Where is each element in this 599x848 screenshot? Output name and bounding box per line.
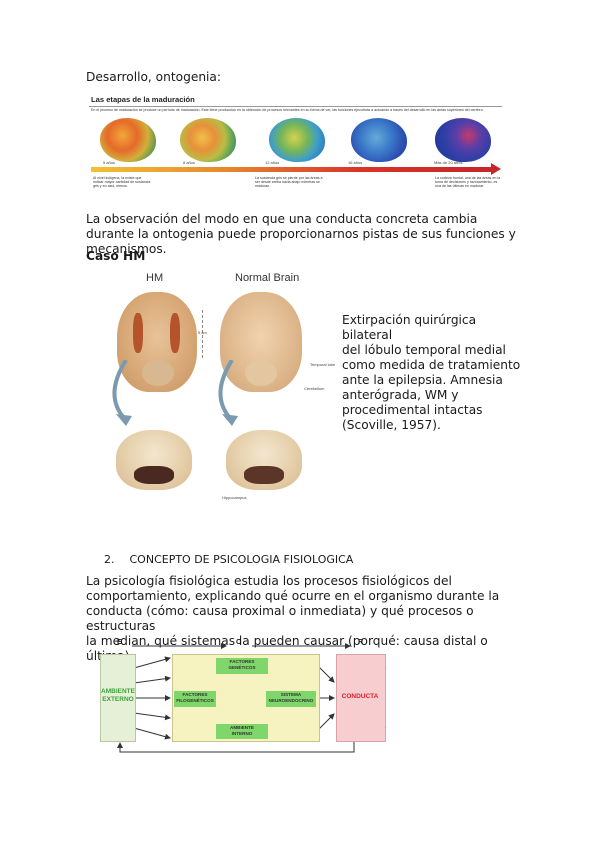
age-label: 12 años bbox=[265, 160, 280, 165]
hm-lesion-right bbox=[170, 313, 180, 353]
label-line: AMBIENTE bbox=[101, 688, 135, 695]
label-line: FILOGENÉTICOS bbox=[176, 698, 214, 703]
factores-filogeneticos-box: FACTORES FILOGENÉTICOS bbox=[174, 691, 216, 707]
caption-mid: La sustancia gris se pierde por las área… bbox=[255, 176, 323, 189]
paragraph-line: conducta (cómo: causa proximal o inmedia… bbox=[86, 604, 474, 633]
hm-description-line: procedimental intactas bbox=[342, 403, 483, 417]
ambiente-externo-box bbox=[100, 654, 136, 742]
hm-description-line: del lóbulo temporal medial bbox=[342, 343, 506, 357]
age-label: 8 años bbox=[183, 160, 196, 165]
maturation-figure: Las etapas de la maduración En el proces… bbox=[89, 92, 502, 208]
age-label: 16 años bbox=[348, 160, 363, 165]
brain-age-8 bbox=[180, 118, 236, 162]
brain-age-5 bbox=[100, 118, 156, 162]
hm-figure: HM Normal Brain 5 cm Temporal lobe Cereb… bbox=[104, 270, 336, 508]
heading-development: Desarrollo, ontogenia: bbox=[86, 70, 222, 84]
conducta-box bbox=[336, 654, 386, 742]
sistema-neuroendocrino-box: SISTEMA NEUROENDOCRINO bbox=[266, 691, 316, 707]
caption-left: Al nivel indígena, la existe que indicar… bbox=[93, 176, 151, 189]
scale-line bbox=[202, 310, 204, 358]
label-line: FACTORES bbox=[229, 659, 255, 664]
hippocampus-label: Hippocampus bbox=[222, 495, 247, 500]
section-2-heading: 2. CONCEPTO DE PSICOLOGIA FISIOLOGICA bbox=[104, 553, 353, 567]
label-line: FACTORES bbox=[182, 692, 208, 697]
hm-label: HM bbox=[146, 272, 164, 284]
label-line: AMBIENTE bbox=[230, 725, 254, 730]
hm-cerebellum bbox=[142, 360, 174, 386]
cerebellum-label: Cerebellum bbox=[304, 386, 325, 391]
hm-coronal-dark-region bbox=[134, 466, 174, 484]
label-line: NEUROENDOCRINO bbox=[268, 698, 314, 703]
label-line: EXTERNO bbox=[102, 696, 134, 703]
hm-lesion-left bbox=[133, 313, 143, 353]
caption-right: La corteza frontal, una de las áreas en … bbox=[435, 176, 501, 189]
label-line: SISTEMA bbox=[280, 692, 302, 697]
label-line: INTERNO bbox=[231, 731, 253, 736]
eor-diagram: E O R AMBIENTE EXTERNO FACTORES GENÉTICO… bbox=[96, 638, 396, 758]
normal-cerebellum bbox=[245, 360, 277, 386]
age-label: 5 años bbox=[103, 160, 116, 165]
curved-arrows bbox=[112, 360, 238, 426]
brain-age-12 bbox=[269, 118, 325, 162]
brain-age-20 bbox=[435, 118, 491, 162]
normal-brain-label: Normal Brain bbox=[235, 272, 300, 284]
maturation-intro: En el proceso de maduración se produce u… bbox=[91, 108, 484, 112]
paragraph-psychology: La psicología fisiológica estudia los pr… bbox=[86, 574, 526, 664]
maturation-figure-title: Las etapas de la maduración bbox=[91, 95, 195, 104]
normal-coronal-dark-region bbox=[244, 466, 284, 484]
paragraph-line: comportamiento, explicando qué ocurre en… bbox=[86, 589, 500, 603]
hm-description-line: anterógrada, WM y bbox=[342, 388, 459, 402]
figure-divider bbox=[89, 106, 502, 107]
scale-label: 5 cm bbox=[198, 330, 207, 335]
ambiente-interno-box: AMBIENTE INTERNO bbox=[216, 724, 268, 739]
timeline-bar bbox=[91, 167, 491, 172]
temporal-lobe-label: Temporal lobe bbox=[310, 362, 336, 367]
label-e: E bbox=[117, 639, 122, 646]
ambiente-externo-label: AMBIENTE EXTERNO bbox=[96, 688, 140, 704]
hm-description-line: ante la epilepsia. Amnesia bbox=[342, 373, 503, 387]
label-o: O bbox=[236, 639, 242, 646]
paragraph-line: La psicología fisiológica estudia los pr… bbox=[86, 574, 452, 588]
hm-description-line: como medida de tratamiento bbox=[342, 358, 521, 372]
factores-geneticos-box: FACTORES GENÉTICOS bbox=[216, 658, 268, 674]
brain-age-16 bbox=[351, 118, 407, 162]
section-title: CONCEPTO DE PSICOLOGIA FISIOLOGICA bbox=[129, 553, 354, 566]
label-r: R bbox=[358, 639, 364, 646]
conducta-label: CONDUCTA bbox=[341, 693, 379, 700]
hm-description-line: (Scoville, 1957). bbox=[342, 418, 441, 432]
hm-description: Extirpación quirúrgica bilateral del lób… bbox=[342, 313, 522, 433]
heading-hm-case: Caso HM bbox=[86, 249, 146, 263]
section-number: 2. bbox=[104, 553, 115, 566]
age-label: Más de 20 años bbox=[434, 160, 463, 165]
paragraph-ontogeny: La observación del modo en que una condu… bbox=[86, 212, 516, 256]
label-line: GENÉTICOS bbox=[228, 665, 256, 670]
hm-description-line: Extirpación quirúrgica bilateral bbox=[342, 313, 477, 342]
timeline-arrowhead bbox=[491, 163, 501, 175]
